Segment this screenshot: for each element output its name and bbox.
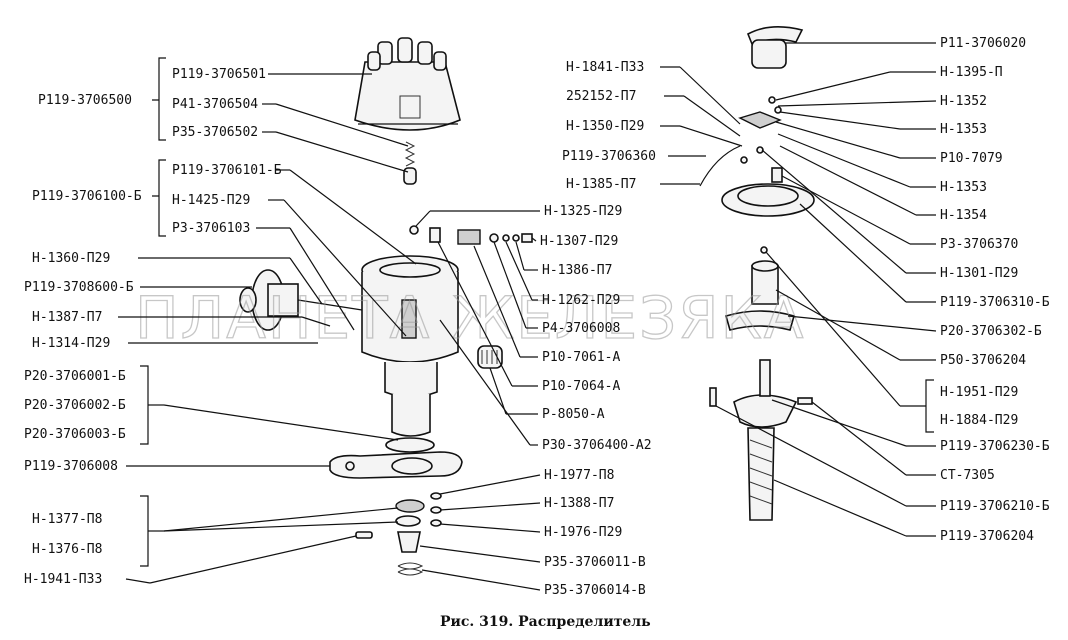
cap-group-bracket (152, 57, 166, 141)
part-label: Р4-3706008 (542, 321, 620, 336)
part-label: Н-1376-П8 (32, 542, 102, 557)
part-label: Р20-3706003-Б (24, 427, 126, 442)
washer-group-bracket (140, 495, 149, 567)
part-label: Н-1353 (940, 180, 987, 195)
part-label: Р35-3706011-В (544, 555, 646, 570)
breaker-plate-drawing (699, 96, 815, 217)
part-label: Р10-7061-А (542, 350, 620, 365)
part-label: Р119-3706101-Б (172, 163, 282, 178)
part-label: Р10-7064-А (542, 379, 620, 394)
part-label: Р35-3706014-В (544, 583, 646, 598)
part-label: Р20-3706002-Б (24, 398, 126, 413)
leader-lines (118, 42, 937, 591)
part-label: Н-1352 (940, 94, 987, 109)
part-label: Р3-3706370 (940, 237, 1018, 252)
part-label: Н-1377-П8 (32, 512, 102, 527)
part-label: Р-8050-А (542, 407, 605, 422)
housing-drawing (361, 255, 459, 437)
part-label: Н-1325-П29 (544, 204, 622, 219)
housing-group-label: Р119-3706100-Б (32, 189, 142, 204)
part-label: Н-1841-П33 (566, 60, 644, 75)
part-label: Н-1360-П29 (32, 251, 110, 266)
vacuum-regulator-drawing (239, 269, 363, 331)
center-label-column: Н-1325-П29 Н-1307-П29 Н-1386-П7 Н-1262-П… (540, 204, 652, 598)
part-label: Р119-3706204 (940, 529, 1034, 544)
part-label: Р10-7079 (940, 151, 1003, 166)
rotor-drawing (746, 26, 804, 69)
upper-middle-label-column: Н-1841-П33 252152-П7 Н-1350-П29 Р119-370… (562, 60, 656, 192)
part-label: Н-1395-П (940, 65, 1003, 80)
part-label: Р119-3706008 (24, 459, 118, 474)
left-label-column: Р119-3706501 Р41-3706504 Р35-3706502 Р11… (24, 67, 282, 587)
part-label: Р11-3706020 (940, 36, 1026, 51)
part-label: Р119-3706501 (172, 67, 266, 82)
part-label: Р119-3706210-Б (940, 499, 1050, 514)
part-label: Р119-3706360 (562, 149, 656, 164)
cap-group-label: Р119-3706500 (38, 93, 132, 108)
part-label: Н-1314-П29 (32, 336, 110, 351)
part-label: Н-1353 (940, 122, 987, 137)
part-label: Н-1262-П29 (542, 293, 620, 308)
part-label: Р35-3706502 (172, 125, 258, 140)
housing-group-bracket (152, 159, 166, 237)
part-label: Н-1425-П29 (172, 193, 250, 208)
part-label: Н-1387-П7 (32, 310, 102, 325)
watermark-text: ПЛАНЕТА ЖЕЛЕЗЯКА (135, 284, 805, 352)
spring-and-brush-drawing (403, 141, 417, 185)
part-label: Н-1388-П7 (544, 496, 614, 511)
part-label: Р50-3706204 (940, 353, 1026, 368)
octane-corrector-plate-drawing (329, 451, 463, 479)
part-label: Н-1884-П29 (940, 413, 1018, 428)
part-label: Н-1385-П7 (566, 177, 636, 192)
bearing-group-bracket (925, 379, 934, 433)
part-label: Н-1976-П29 (544, 525, 622, 540)
figure-caption: Рис. 319. Распределитель (440, 614, 651, 630)
part-label: Н-1354 (940, 208, 987, 223)
part-label: Р20-3706001-Б (24, 369, 126, 384)
part-label: Н-1977-П8 (544, 468, 614, 483)
terminal-hardware-drawing (409, 225, 533, 245)
part-label: Н-1307-П29 (540, 234, 618, 249)
drive-coupling-drawing (355, 492, 442, 576)
part-label: Н-1350-П29 (566, 119, 644, 134)
right-label-column: Р11-3706020 Н-1395-П Н-1352 Н-1353 Р10-7… (940, 36, 1050, 544)
part-label: 252152-П7 (566, 89, 636, 104)
part-label: Р3-3706103 (172, 221, 250, 236)
part-label: СТ-7305 (940, 468, 995, 483)
distributor-cap-drawing (354, 37, 461, 131)
part-label: Р119-3708600-Б (24, 280, 134, 295)
part-label: Р20-3706302-Б (940, 324, 1042, 339)
part-label: Н-1951-П29 (940, 385, 1018, 400)
part-label: Н-1386-П7 (542, 263, 612, 278)
gasket-ring-drawing (385, 437, 435, 453)
body-group-bracket (140, 365, 149, 445)
part-label: Р41-3706504 (172, 97, 258, 112)
part-label: Н-1301-П29 (940, 266, 1018, 281)
part-label: Р119-3706230-Б (940, 439, 1050, 454)
part-label: Н-1941-П33 (24, 572, 102, 587)
shaft-drawing (709, 359, 813, 521)
part-label: Р30-3706400-А2 (542, 438, 652, 453)
part-label: Р119-3706310-Б (940, 295, 1050, 310)
